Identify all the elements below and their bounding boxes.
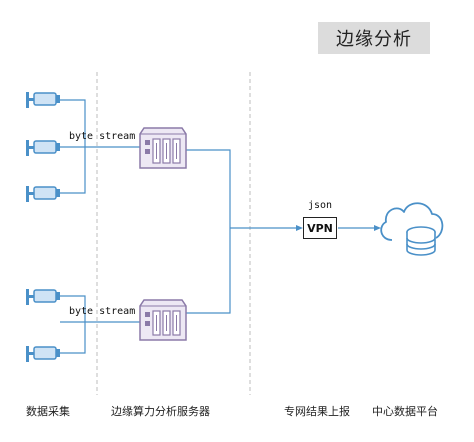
camera-icon [26,186,60,202]
page-title: 边缘分析 [318,22,430,54]
stream-label: byte stream [69,131,136,142]
server-icon [139,127,187,169]
camera-icon [26,346,60,362]
camera-icon [26,92,60,108]
column-label-upload: 专网结果上报 [284,405,350,418]
column-label-edge-server: 边缘算力分析服务器 [111,405,210,418]
json-label: json [308,200,333,211]
arrowhead-to-cloud [374,225,381,231]
vpn-box: VPN [303,217,337,239]
stream-label: byte stream [69,306,136,317]
camera-icon [26,140,60,156]
camera-icon [26,289,60,305]
arrowhead-to-vpn [296,225,303,231]
column-label-collection: 数据采集 [26,405,70,418]
camera-group-1-connectors [60,99,140,194]
cloud-database-icon [380,202,444,256]
server-icon [139,299,187,341]
server-uplinks [186,149,378,314]
camera-group-2-connectors [60,295,140,354]
column-label-platform: 中心数据平台 [372,405,438,418]
